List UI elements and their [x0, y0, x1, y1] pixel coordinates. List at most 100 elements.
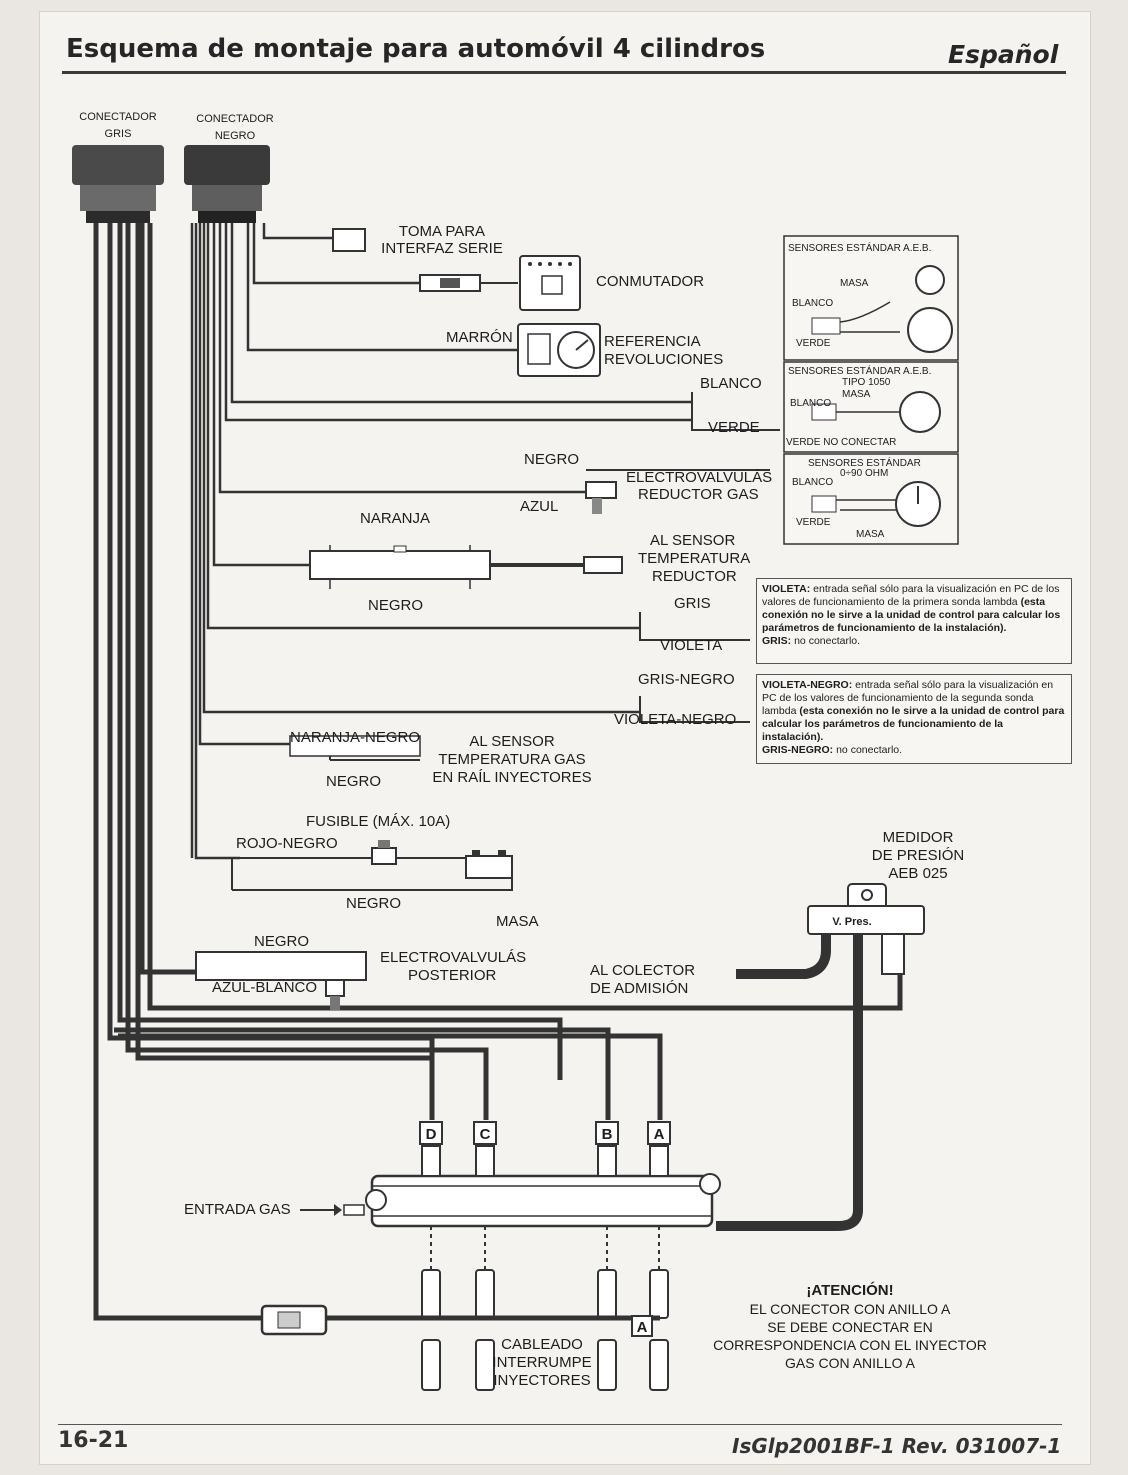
- page-number: 16-21: [58, 1428, 129, 1453]
- blue-label: AZUL: [520, 498, 558, 515]
- black-connector-label-2: NEGRO: [215, 130, 256, 142]
- rpm-ref-label-1: REFERENCIA: [604, 333, 701, 350]
- ground-label: MASA: [496, 913, 539, 930]
- sensor-box-3-subtitle: 0÷90 OHM: [840, 468, 888, 479]
- sensor-box-2-blanco: BLANCO: [790, 398, 831, 409]
- temp-sensor-rail-label-2: TEMPERATURA GAS: [438, 751, 585, 768]
- switch-label: CONMUTADOR: [596, 273, 704, 290]
- injector-tag-c: C: [480, 1126, 491, 1143]
- reducer-valve-connector: [585, 481, 617, 514]
- sensor-box-3-masa: MASA: [856, 529, 885, 540]
- attention-line-2: SE DEBE CONECTAR EN: [767, 1319, 933, 1335]
- gray-connector-label-1: CONECTADOR: [79, 111, 156, 123]
- injector-cut-connector: [260, 1304, 328, 1336]
- black2-label: NEGRO: [368, 597, 423, 614]
- gray-note-text: no conectarlo.: [794, 635, 861, 647]
- violet-black-note: VIOLETA-NEGRO: entrada señal sólo para l…: [756, 674, 1072, 764]
- gas-inlet-label: ENTRADA GAS: [184, 1201, 291, 1218]
- ring-a-letter: A: [637, 1319, 648, 1336]
- violet-black-note-key: VIOLETA-NEGRO:: [762, 679, 853, 691]
- sensor-box-3: [783, 453, 959, 545]
- violet-note-bold: (esta conexión no le sirve a la unidad d…: [762, 596, 1061, 634]
- switch-plug: [419, 274, 518, 292]
- serial-port-label-2: INTERFAZ SERIE: [381, 240, 503, 257]
- pressure-gauge-label-2: DE PRESIÓN: [872, 847, 965, 864]
- sensor-box-1-title: SENSORES ESTÁNDAR A.E.B.: [788, 241, 931, 254]
- violet-label: VIOLETA: [660, 637, 722, 654]
- sensor-box-1-blanco: BLANCO: [792, 298, 833, 309]
- gray-connector: [72, 145, 164, 223]
- orange-black-label: NARANJA-NEGRO: [290, 729, 420, 746]
- attention-note: ¡ATENCIÓN! EL CONECTOR CON ANILLO A SE D…: [700, 1282, 1000, 1372]
- sensor-box-2-subtitle: TIPO 1050: [842, 377, 891, 388]
- violet-black-note-text: entrada señal sólo para la visualización…: [762, 679, 1054, 717]
- temp-sensor-reducer-label-3: REDUCTOR: [652, 568, 737, 585]
- page-title: Esquema de montaje para automóvil 4 cili…: [66, 34, 766, 64]
- thin-leads: [231, 392, 780, 891]
- temp-sensor-reducer-label-2: TEMPERATURA: [638, 550, 750, 567]
- switch-device: [519, 255, 581, 311]
- attention-heading: ¡ATENCIÓN!: [806, 1282, 894, 1299]
- sensor-box-2-masa: MASA: [842, 389, 871, 400]
- gray-black-note-text: no conectarlo.: [836, 744, 903, 756]
- pressure-gauge-label-1: MEDIDOR: [883, 829, 954, 846]
- injector-cut-label-2: INTERRUMPE: [492, 1354, 591, 1371]
- gray-black-label: GRIS-NEGRO: [638, 671, 735, 688]
- temp-sensor-reducer-label-1: AL SENSOR: [650, 532, 735, 549]
- attention-line-3: CORRESPONDENCIA CON EL INYECTOR: [713, 1337, 987, 1353]
- rev-counter: [517, 323, 601, 377]
- language-label: Español: [948, 40, 1059, 69]
- rear-electrovalve: [195, 951, 367, 1010]
- injector-tags: [419, 1121, 671, 1145]
- temp-sensor-rail-label-3: EN RAÍL INYECTORES: [432, 769, 591, 786]
- serial-port-box: [332, 228, 366, 252]
- gray-connector-label-2: GRIS: [105, 128, 132, 140]
- sensor-box-3-verde: VERDE: [796, 517, 831, 528]
- v-pres-label: V. Pres.: [832, 916, 871, 928]
- injector-cut-label-3: INYECTORES: [493, 1372, 590, 1389]
- brown-label: MARRÓN: [446, 329, 513, 346]
- violet-note: VIOLETA: entrada señal sólo para la visu…: [756, 578, 1072, 664]
- black-label: NEGRO: [524, 451, 579, 468]
- valves-reducer-label-1: ELECTROVALVULÁS: [626, 469, 772, 486]
- rail-temp-connector: [289, 735, 421, 757]
- intake-label-1: AL COLECTOR: [590, 962, 695, 979]
- intake-label-2: DE ADMISIÓN: [590, 980, 688, 997]
- rpm-ref-label-2: REVOLUCIONES: [604, 351, 723, 368]
- black-harness: [190, 223, 692, 860]
- injector-tag-d: D: [426, 1126, 437, 1143]
- gray-label: GRIS: [674, 595, 711, 612]
- black-connector: [184, 145, 270, 223]
- gray-note-key: GRIS:: [762, 635, 792, 647]
- injector-rail: [300, 1173, 721, 1228]
- violet-black-label: VIOLETA-NEGRO: [614, 711, 736, 728]
- footer-rule: [58, 1424, 1062, 1425]
- sensor-box-1-verde: VERDE: [796, 338, 831, 349]
- fuse-label: FUSIBLE (MÁX. 10A): [306, 813, 450, 830]
- fuse: [371, 840, 397, 865]
- red-black-label: ROJO-NEGRO: [236, 835, 338, 852]
- violet-note-text: entrada señal sólo para la visualización…: [762, 583, 1060, 608]
- violet-black-note-bold: (esta conexión no le sirve a la unidad d…: [762, 705, 1065, 743]
- injector-tag-b: B: [602, 1126, 613, 1143]
- violet-note-key: VIOLETA:: [762, 583, 811, 595]
- black-connector-label-1: CONECTADOR: [196, 113, 273, 125]
- gray-black-note-key: GRIS-NEGRO:: [762, 744, 834, 756]
- black4-label: NEGRO: [346, 895, 401, 912]
- document-reference: IsGlp2001BF-1 Rev. 031007-1: [732, 1434, 1062, 1458]
- attention-line-1: EL CONECTOR CON ANILLO A: [749, 1301, 951, 1317]
- pressure-gauge-label-3: AEB 025: [888, 865, 947, 882]
- sensor-box-1-masa: MASA: [840, 278, 869, 289]
- battery: [465, 850, 513, 879]
- sensor-box-2-title: SENSORES ESTÁNDAR A.E.B.: [788, 364, 931, 377]
- pressure-gauge: [716, 883, 925, 1231]
- blue-white-label: AZUL-BLANCO: [212, 979, 317, 996]
- serial-port-label-1: TOMA PARA: [399, 223, 485, 240]
- injector-cut-label-1: CABLEADO: [501, 1336, 583, 1353]
- sensor-box-3-title: SENSORES ESTÁNDAR: [808, 456, 921, 469]
- injector-tag-a: A: [654, 1126, 665, 1143]
- temp-sensor-rail-label-1: AL SENSOR: [469, 733, 554, 750]
- black3-label: NEGRO: [326, 773, 381, 790]
- ring-a-tag: [631, 1315, 653, 1337]
- sensor-box-1: [783, 235, 959, 361]
